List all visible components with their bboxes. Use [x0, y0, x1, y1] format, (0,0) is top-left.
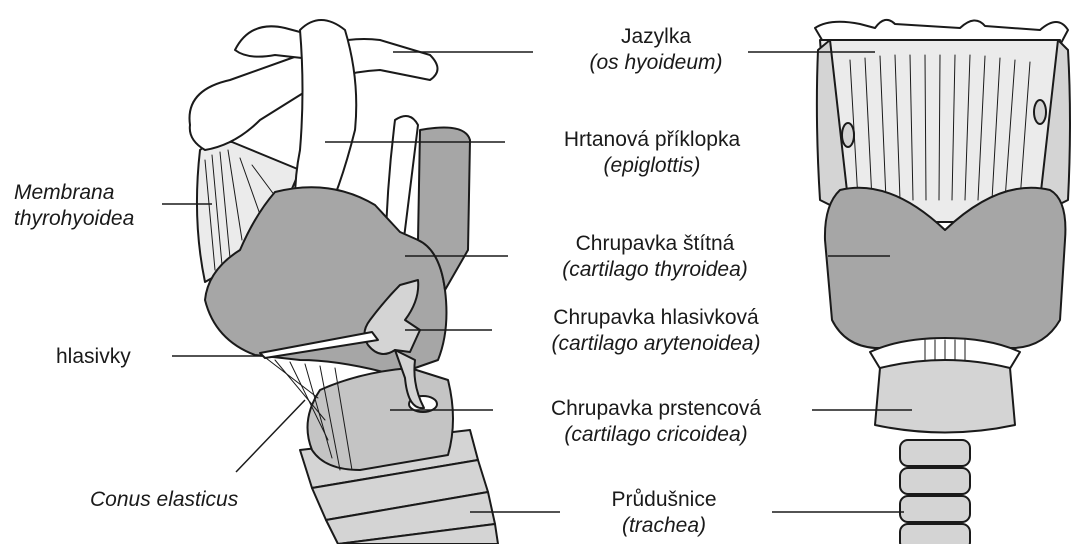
label-arytenoid-latin: (cartilago arytenoidea): [552, 331, 761, 357]
label-vocal-folds: hlasivky: [56, 344, 131, 370]
label-thyroid-name: Chrupavka štítná: [562, 231, 748, 257]
label-epiglottis-name: Hrtanová příklopka: [564, 127, 740, 153]
label-epiglottis: Hrtanová příklopka (epiglottis): [564, 127, 740, 179]
larynx-posterior-view: [815, 20, 1070, 544]
lateral-cricoid-cartilage: [308, 368, 454, 470]
posterior-right-nodule: [1034, 100, 1046, 124]
label-cricoid-latin: (cartilago cricoidea): [551, 422, 761, 448]
label-thyroid-latin: (cartilago thyroidea): [562, 257, 748, 283]
label-hyoid-latin: (os hyoideum): [589, 50, 722, 76]
label-cricoid-name: Chrupavka prstencová: [551, 396, 761, 422]
label-conus-elasticus: Conus elasticus: [90, 487, 238, 513]
label-hyoid-name: Jazylka: [589, 24, 722, 50]
label-hyoid: Jazylka (os hyoideum): [589, 24, 722, 76]
label-thyroid: Chrupavka štítná (cartilago thyroidea): [562, 231, 748, 283]
label-arytenoid-name: Chrupavka hlasivková: [552, 305, 761, 331]
label-trachea: Průdušnice (trachea): [611, 487, 716, 539]
label-epiglottis-latin: (epiglottis): [564, 153, 740, 179]
posterior-cricoid-cartilage: [875, 360, 1015, 433]
larynx-lateral-view: [190, 20, 499, 544]
label-membrana-line2: thyrohyoidea: [14, 206, 134, 232]
label-membrana: Membrana thyrohyoidea: [14, 180, 134, 232]
label-cricoid: Chrupavka prstencová (cartilago cricoide…: [551, 396, 761, 448]
label-trachea-latin: (trachea): [611, 513, 716, 539]
label-trachea-name: Průdušnice: [611, 487, 716, 513]
label-membrana-line1: Membrana: [14, 180, 134, 206]
posterior-left-nodule: [842, 123, 854, 147]
label-arytenoid: Chrupavka hlasivková (cartilago arytenoi…: [552, 305, 761, 357]
posterior-trachea: [900, 440, 970, 544]
